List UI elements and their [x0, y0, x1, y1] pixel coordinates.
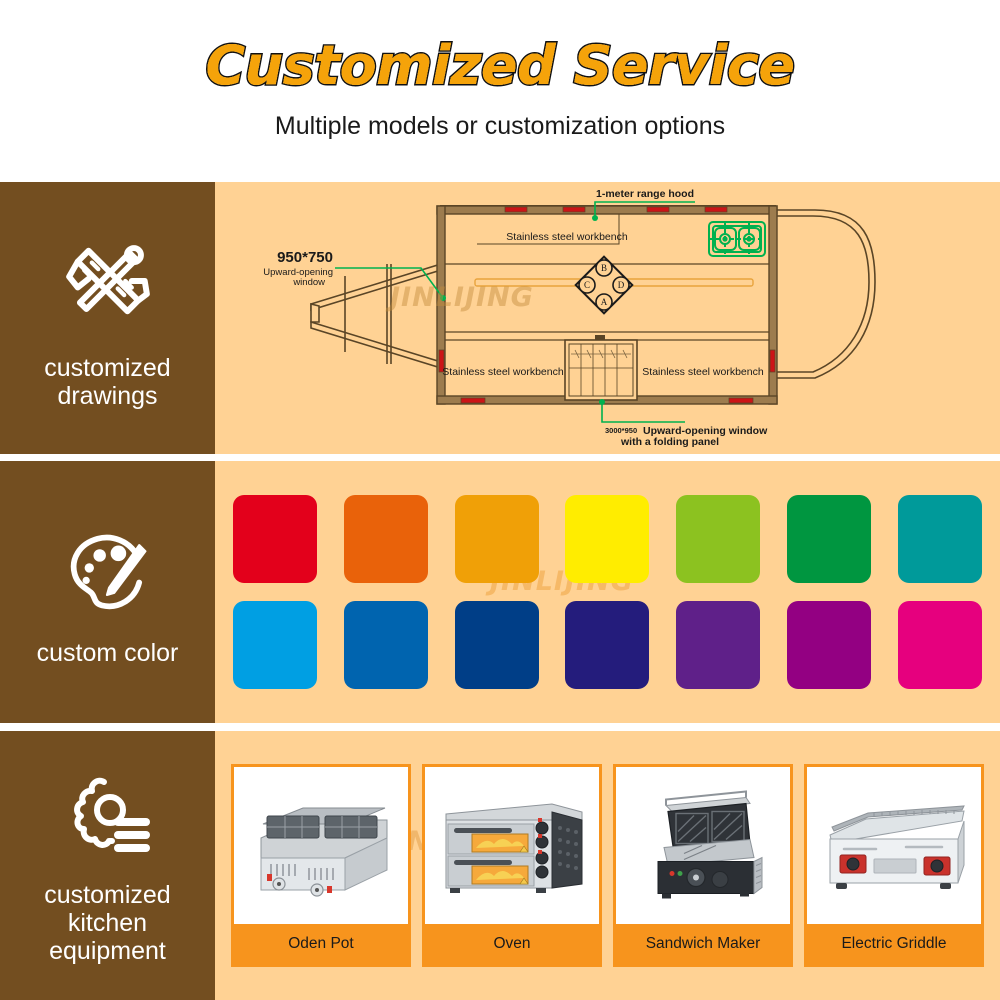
product-image-electric-griddle: [807, 767, 981, 924]
svg-text:with a folding panel: with a folding panel: [620, 436, 719, 448]
workbench-label-top: Stainless steel workbench: [506, 231, 628, 243]
product-card-sandwich-maker[interactable]: Sandwich Maker: [613, 764, 793, 967]
color-row-1: [233, 495, 982, 583]
page-subtitle: Multiple models or customization options: [274, 112, 726, 140]
drawings-panel: B D A C: [215, 182, 1000, 454]
color-swatch-teal[interactable]: [897, 495, 982, 583]
page-title: Customized Service: [205, 34, 795, 97]
svg-text:Upward-opening: Upward-opening: [263, 267, 333, 278]
svg-text:1-meter range hood: 1-meter range hood: [596, 188, 694, 200]
annotation-window-bottom: 3000*950 Upward-opening window with a fo…: [599, 399, 768, 448]
product-image-oven: [425, 767, 599, 924]
section-kitchen-equipment: customized kitchen equipment JINLIJING: [0, 731, 1000, 1000]
sidebar-item-color[interactable]: custom color: [0, 461, 215, 723]
product-card-oven[interactable]: Oven: [422, 764, 602, 967]
product-label-electric-griddle: Electric Griddle: [807, 924, 981, 964]
page-header: Customized Service Customized Service Mu…: [0, 0, 1000, 182]
color-swatch-sky-blue[interactable]: [233, 601, 317, 689]
annotation-range-hood: 1-meter range hood: [592, 188, 695, 221]
product-card-oden-pot[interactable]: Oden Pot: [231, 764, 411, 967]
stove-symbol: [708, 221, 766, 257]
ruler-pencil-icon: [54, 227, 162, 340]
color-swatch-lime[interactable]: [676, 495, 761, 583]
svg-text:Upward-opening window: Upward-opening window: [643, 425, 768, 437]
workbench-label-left: Stainless steel workbench: [442, 366, 564, 378]
floorplan-svg: B D A C: [263, 188, 876, 448]
oden-pot-art: [260, 807, 388, 897]
color-swatch-purple[interactable]: [676, 601, 761, 689]
svg-text:window: window: [292, 277, 325, 288]
color-swatch-dark-blue[interactable]: [454, 601, 539, 689]
color-swatch-grid: [215, 461, 1000, 723]
page-title-outline: Customized Service: [204, 33, 796, 99]
door-symbol: [564, 335, 638, 401]
color-panel: JINLIJING: [215, 461, 1000, 723]
color-swatch-blue[interactable]: [343, 601, 428, 689]
product-image-sandwich-maker: [616, 767, 790, 924]
color-swatch-green[interactable]: [787, 495, 872, 583]
svg-text:D: D: [618, 280, 625, 290]
color-swatch-amber[interactable]: [454, 495, 539, 583]
color-swatch-navy[interactable]: [565, 601, 650, 689]
section-custom-color: custom color JINLIJING: [0, 461, 1000, 723]
workbench-label-right: Stainless steel workbench: [642, 366, 764, 378]
svg-text:950*750: 950*750: [277, 249, 333, 266]
svg-text:B: B: [601, 263, 607, 273]
product-image-oden-pot: [234, 767, 408, 924]
workbench-labels: Stainless steel workbench Stainless stee…: [442, 231, 764, 378]
product-label-oden-pot: Oden Pot: [234, 924, 408, 964]
product-card-list: Oden Pot: [215, 731, 1000, 1000]
color-swatch-magenta[interactable]: [787, 601, 872, 689]
product-label-oven: Oven: [425, 924, 599, 964]
sidebar-item-drawings[interactable]: customized drawings: [0, 182, 215, 454]
electric-griddle-art: [829, 804, 965, 889]
sandwich-maker-art: [657, 789, 763, 898]
svg-text:3000*950: 3000*950: [605, 426, 637, 435]
sidebar-label-drawings: customized drawings: [44, 353, 171, 410]
color-swatch-orange[interactable]: [343, 495, 428, 583]
sidebar-label-color: custom color: [36, 638, 179, 667]
sidebar-label-equipment: customized kitchen equipment: [44, 881, 171, 965]
compass-rose: B D A C: [574, 255, 634, 315]
paint-palette-icon: [56, 518, 160, 627]
annotation-window-left: 950*750 Upward-opening window: [263, 249, 446, 301]
svg-text:C: C: [584, 280, 590, 290]
svg-text:A: A: [601, 297, 608, 307]
section-customized-drawings: customized drawings: [0, 182, 1000, 454]
product-label-sandwich-maker: Sandwich Maker: [616, 924, 790, 964]
trailer-floorplan-drawing: B D A C: [215, 182, 1000, 454]
color-row-2: [233, 601, 982, 689]
color-swatch-red[interactable]: [233, 495, 317, 583]
sidebar-item-equipment[interactable]: customized kitchen equipment: [0, 731, 215, 1000]
color-swatch-pink[interactable]: [897, 601, 982, 689]
gear-settings-icon: [58, 766, 158, 871]
oven-art: [445, 802, 583, 893]
product-card-electric-griddle[interactable]: Electric Griddle: [804, 764, 984, 967]
equipment-panel: JINLIJING: [215, 731, 1000, 1000]
color-swatch-yellow[interactable]: [565, 495, 650, 583]
